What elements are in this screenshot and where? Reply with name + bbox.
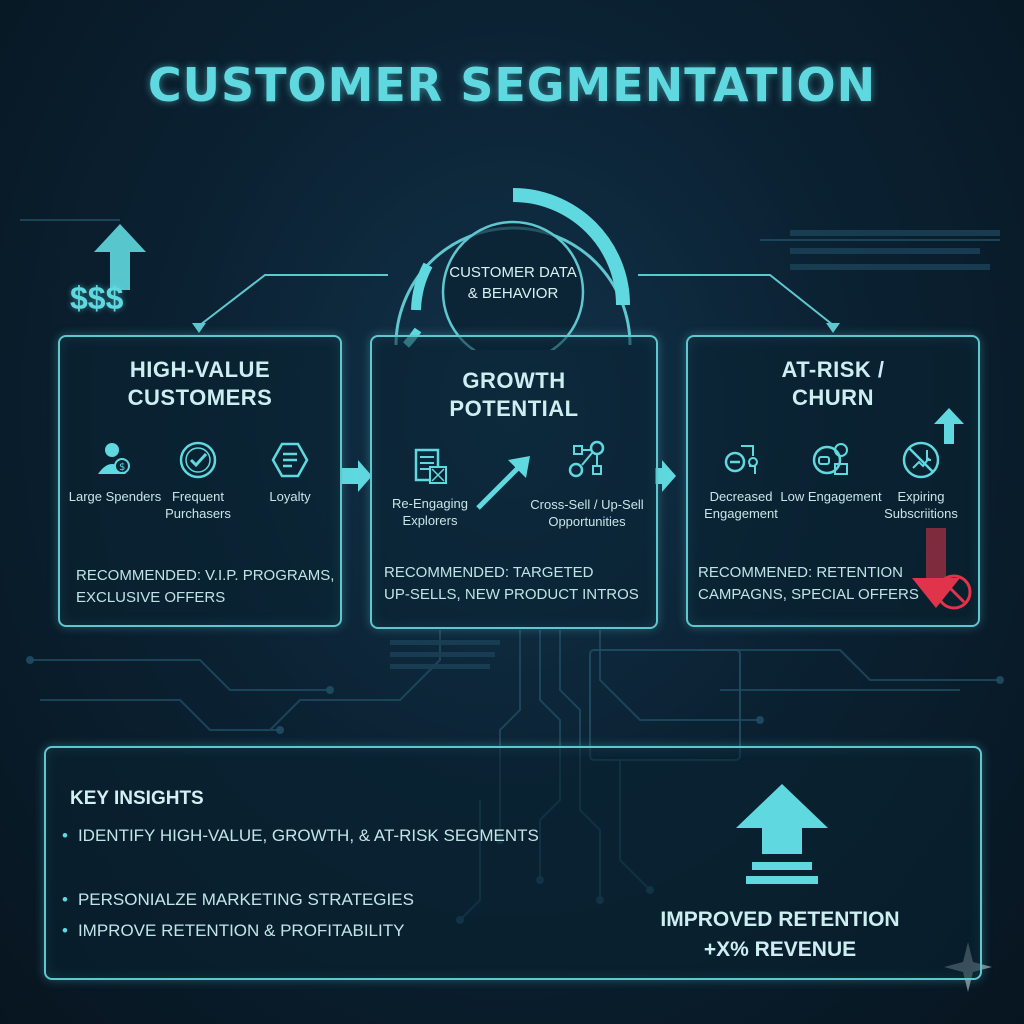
segment-title: HIGH-VALUE CUSTOMERS	[58, 356, 342, 412]
item-label-line1: Large Spenders	[68, 489, 162, 504]
insight-bullet: IDENTIFY HIGH-VALUE, GROWTH, & AT-RISK S…	[62, 826, 539, 846]
segment-item: Decreased Engagement	[686, 440, 796, 522]
low-engagement-icon	[812, 443, 848, 475]
hub-label: CUSTOMER DATA & BEHAVIOR	[438, 262, 588, 304]
hub-label-line1: CUSTOMER DATA	[449, 264, 577, 281]
segment-item: $ Large Spenders	[60, 440, 170, 505]
segment-item: Re-Engaging Explorers	[375, 447, 485, 529]
expired-subscription-icon	[902, 441, 940, 479]
segment-title-line2: CUSTOMERS	[127, 385, 273, 410]
segment-panel-growth	[370, 335, 658, 629]
segment-title-line2: CHURN	[792, 385, 874, 410]
item-label-line1: Loyalty	[269, 489, 311, 504]
key-insights-panel	[44, 746, 982, 980]
up-arrow-icon	[934, 408, 964, 444]
segment-recommendation: RECOMMENDED: V.I.P. PROGRAMS, EXCLUSIVE …	[76, 565, 336, 609]
checkmark-badge-icon	[179, 441, 217, 479]
segment-item: Expiring Subscriitions	[866, 440, 976, 522]
item-label-line1: Decreased	[709, 489, 773, 504]
down-alert-arrow-icon	[912, 528, 972, 610]
item-label-line1: Cross-Sell / Up-Sell	[530, 497, 644, 512]
item-label-line1: Expiring	[897, 489, 945, 504]
recommendation-line2: CAMPAGNS, SPECIAL OFFERS	[698, 586, 919, 603]
result-line1: IMPROVED RETENTION	[660, 908, 900, 931]
item-label-line1: Re-Engaging	[392, 496, 468, 511]
segment-title-line1: GROWTH	[462, 368, 566, 393]
dollar-signs: $$$	[70, 280, 124, 316]
loyalty-card-icon	[271, 442, 309, 478]
growth-up-arrow-icon	[736, 784, 828, 884]
segment-recommendation: RECOMMENED: RETENTION CAMPAGNS, SPECIAL …	[698, 562, 928, 606]
segment-item: Loyalty	[235, 440, 345, 505]
result-summary: IMPROVED RETENTION +X% REVENUE	[660, 905, 900, 965]
segment-recommendation: RECOMMENDED: TARGETED UP-SELLS, NEW PROD…	[384, 562, 649, 606]
segment-item: Frequent Purchasers	[143, 440, 253, 522]
recommendation-line1: RECOMMENED: RETENTION	[698, 564, 904, 581]
segment-title-line1: HIGH-VALUE	[129, 357, 271, 382]
item-label-line2: Subscriitions	[884, 506, 958, 521]
network-nodes-icon	[568, 440, 605, 478]
hub-label-line2: & BEHAVIOR	[467, 285, 559, 302]
segment-title-line2: POTENTIAL	[449, 396, 579, 421]
item-label-line1: Frequent	[171, 489, 225, 504]
svg-text:$: $	[119, 462, 125, 473]
recommendation-line2: UP-SELLS, NEW PRODUCT INTROS	[384, 586, 639, 603]
item-label-line1: Low Engagement	[780, 489, 882, 504]
key-insights-title: KEY INSIGHTS	[70, 788, 204, 809]
segment-item: Cross-Sell / Up-Sell Opportunities	[527, 440, 647, 530]
insight-bullet: IMPROVE RETENTION & PROFITABILITY	[62, 921, 405, 941]
up-arrow-icon	[94, 224, 146, 290]
insight-bullet: PERSONIALZE MARKETING STRATEGIES	[62, 890, 414, 910]
recommendation-line1: RECOMMENDED: TARGETED	[384, 564, 594, 581]
person-coin-icon: $	[98, 443, 130, 474]
recommendation-line1: RECOMMENDED: V.I.P. PROGRAMS,	[76, 567, 335, 584]
item-label-line2: Explorers	[402, 513, 458, 528]
decrease-graph-icon	[724, 445, 758, 474]
recommendation-line2: EXCLUSIVE OFFERS	[76, 589, 226, 606]
segment-title-line1: AT-RISK /	[781, 357, 885, 382]
segment-title: AT-RISK / CHURN	[686, 356, 980, 412]
page-title: CUSTOMER SEGMENTATION	[147, 58, 877, 112]
segment-title: GROWTH POTENTIAL	[370, 367, 658, 423]
segment-item: Low Engagement	[776, 440, 886, 505]
segment-panel-high-value	[58, 335, 342, 627]
item-label-line2: Engagement	[704, 506, 778, 521]
trend-up-arrow-icon	[476, 456, 530, 510]
item-label-line2: Purchasers	[165, 506, 231, 521]
item-label-line2: Opportunities	[548, 514, 626, 529]
result-line2: +X% REVENUE	[703, 938, 857, 961]
document-list-icon	[414, 448, 447, 484]
